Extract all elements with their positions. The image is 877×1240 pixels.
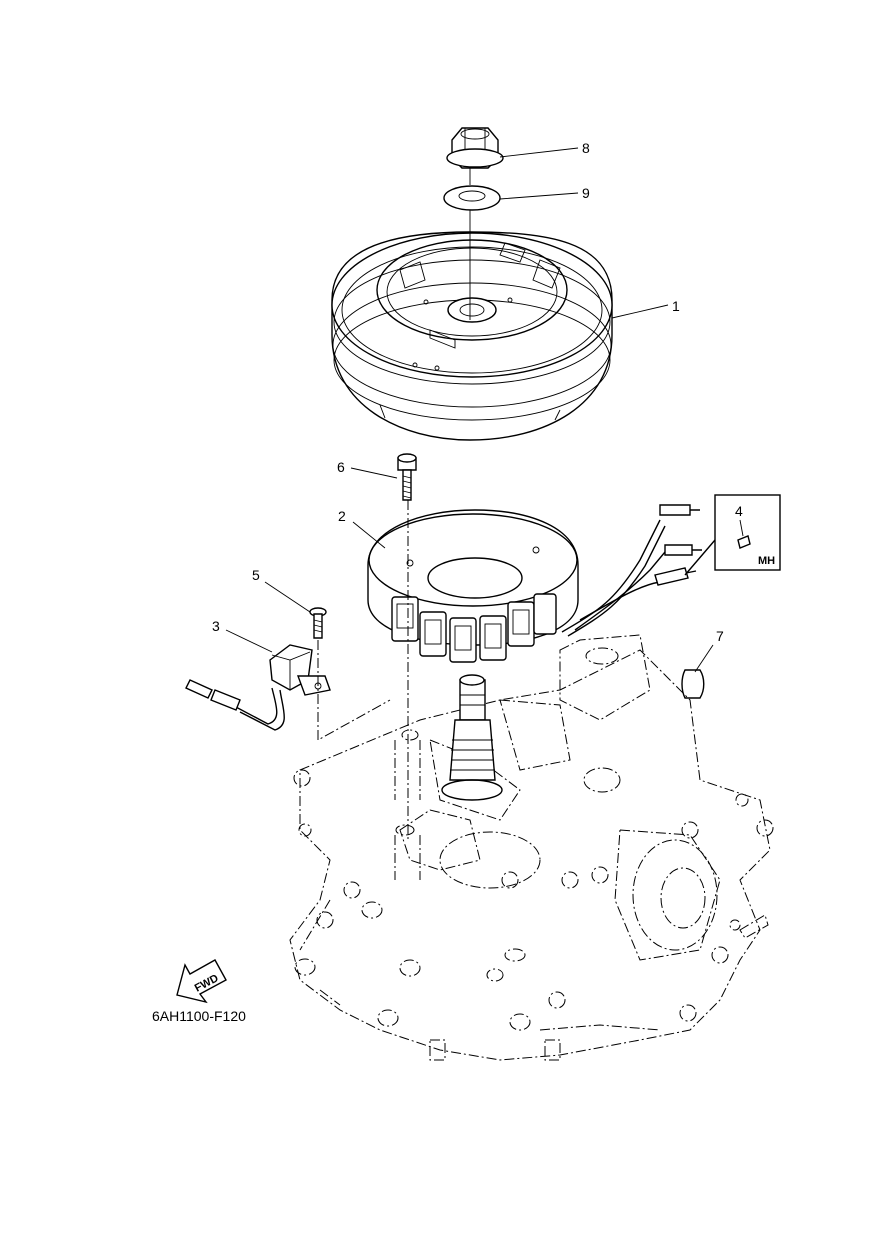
part-6-bolt: [397, 453, 417, 501]
callout-3: 3: [212, 618, 220, 634]
callout-labels: 8 9 1 6 2 4 5 3 7 MH: [212, 140, 775, 644]
part-9-washer: [443, 185, 501, 211]
callout-4: 4: [735, 503, 743, 519]
part-4-mh-box: [684, 494, 781, 576]
part-7-key: [681, 669, 705, 699]
part-3-pulser-coil: [185, 644, 331, 731]
center-lines: [317, 168, 471, 840]
power-head-block: [289, 634, 774, 1061]
mh-label: MH: [758, 555, 775, 567]
fwd-arrow-icon: FWD: [176, 959, 227, 1004]
part-8-nut: [446, 127, 504, 169]
callout-9: 9: [582, 185, 590, 201]
crankshaft: [441, 674, 503, 801]
part-5-screw: [309, 607, 327, 639]
stator-lead-wires: [561, 504, 702, 637]
callout-8: 8: [582, 140, 590, 156]
callout-7: 7: [716, 628, 724, 644]
leader-lines: [225, 147, 714, 673]
stator-windings: [391, 593, 557, 663]
callout-5: 5: [252, 567, 260, 583]
part-1-flywheel: [331, 231, 613, 441]
part-2-stator: [367, 504, 702, 663]
callout-6: 6: [337, 459, 345, 475]
callout-2: 2: [338, 508, 346, 524]
callout-1: 1: [672, 298, 680, 314]
figure-code: 6AH1100-F120: [152, 1008, 246, 1024]
